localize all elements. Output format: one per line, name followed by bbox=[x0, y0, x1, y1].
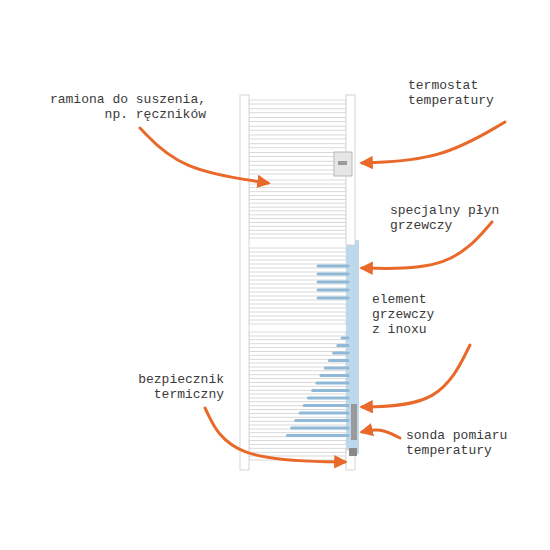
heating-tube bbox=[318, 289, 348, 292]
heating-tube bbox=[292, 427, 348, 430]
part-label: sonda pomiaru temperatury bbox=[406, 428, 518, 458]
towel-bar bbox=[249, 363, 346, 367]
towel-bar bbox=[249, 126, 346, 130]
heating-tube bbox=[304, 404, 348, 407]
heating-tube bbox=[342, 337, 348, 340]
heating-tube bbox=[338, 344, 348, 347]
heating-tube bbox=[321, 374, 348, 377]
towel-bar bbox=[249, 170, 346, 174]
towel-bar bbox=[249, 320, 346, 324]
towel-bar bbox=[249, 332, 346, 336]
heating-tube bbox=[317, 382, 348, 385]
heating-tube bbox=[296, 419, 348, 422]
towel-bar bbox=[249, 355, 346, 359]
towel-bar bbox=[249, 109, 346, 113]
left-rail bbox=[240, 95, 249, 470]
towel-bar bbox=[249, 118, 346, 122]
heating-tube bbox=[287, 434, 348, 437]
callout-arrow bbox=[362, 345, 470, 407]
heating-tube bbox=[325, 367, 348, 370]
towel-bar bbox=[249, 348, 346, 352]
towel-bar bbox=[249, 211, 346, 215]
thermostat-display bbox=[338, 161, 347, 165]
heating-tube bbox=[334, 352, 348, 355]
heating-tube bbox=[313, 389, 348, 392]
towel-bar bbox=[249, 153, 346, 157]
heating-tube bbox=[318, 273, 348, 276]
towel-bar bbox=[249, 188, 346, 192]
callout-arrow bbox=[140, 128, 268, 183]
towel-bar bbox=[249, 100, 346, 104]
callout-arrow bbox=[362, 122, 505, 163]
thermostat bbox=[334, 152, 352, 176]
towel-bar bbox=[249, 144, 346, 148]
towel-bar bbox=[249, 340, 346, 344]
towel-bar bbox=[249, 203, 346, 207]
thermal-fuse bbox=[349, 448, 357, 456]
temperature-probe bbox=[351, 404, 357, 440]
part-label: element grzewczy z inoxu bbox=[372, 292, 444, 337]
part-label: specjalny płyn grzewczy bbox=[390, 203, 508, 233]
towel-bar bbox=[249, 135, 346, 139]
heating-tube bbox=[318, 297, 348, 300]
part-label: termostat temperatury bbox=[408, 78, 508, 108]
heating-tube bbox=[329, 359, 348, 362]
towel-bar bbox=[249, 441, 346, 445]
heating-tube bbox=[318, 265, 348, 268]
part-label: bezpiecznik termiczny bbox=[128, 372, 224, 402]
heating-tube bbox=[318, 281, 348, 284]
towel-bar bbox=[249, 256, 346, 260]
callout-arrow bbox=[362, 430, 400, 438]
towel-bar bbox=[249, 195, 346, 199]
heating-tube bbox=[300, 412, 348, 415]
towel-bar bbox=[249, 448, 346, 452]
towel-bar bbox=[249, 219, 346, 223]
part-label: ramiona do suszenia, np. ręczników bbox=[40, 92, 206, 122]
heating-tubes bbox=[287, 266, 348, 436]
callout-arrows bbox=[140, 122, 505, 462]
heating-tube bbox=[308, 397, 348, 400]
towel-bar bbox=[249, 304, 346, 308]
towel-bar bbox=[249, 161, 346, 165]
towel-bar bbox=[249, 234, 346, 238]
callout-arrow bbox=[205, 408, 345, 462]
towel-bar bbox=[249, 226, 346, 230]
towel-bar bbox=[249, 248, 346, 252]
towel-bar bbox=[249, 312, 346, 316]
